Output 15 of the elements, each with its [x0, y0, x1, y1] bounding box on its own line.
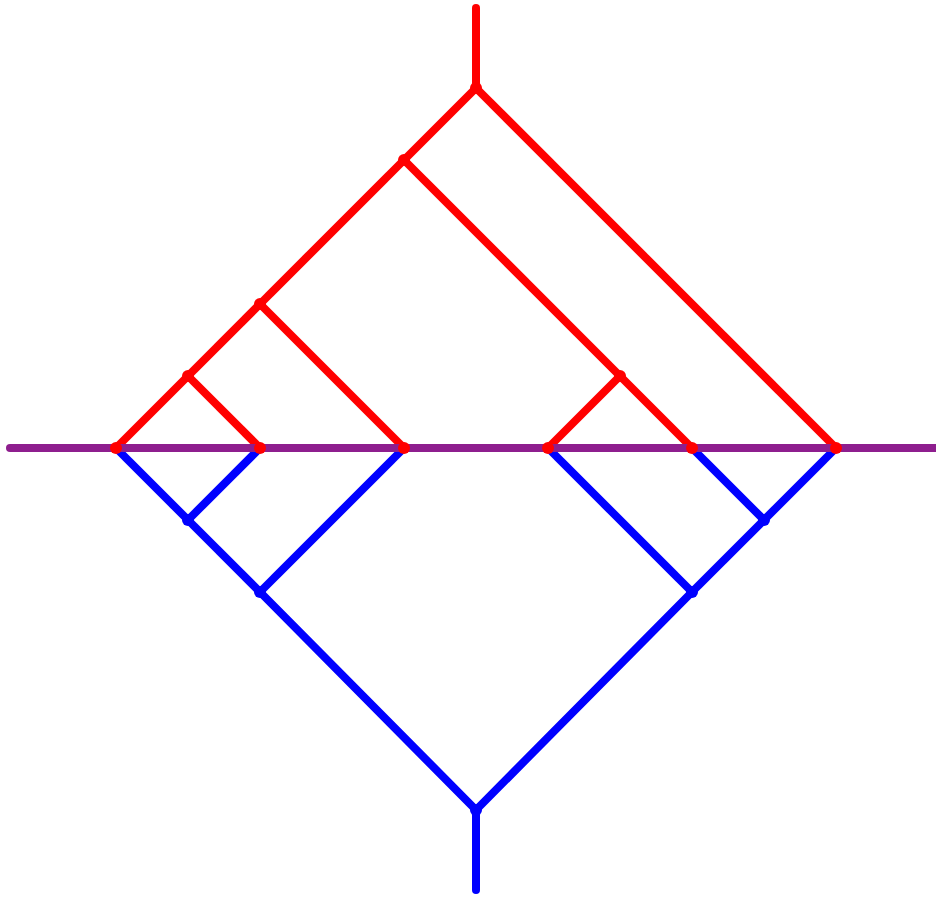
- tree-branch-line: [400, 156, 624, 380]
- branch-point: [542, 442, 554, 454]
- tree-branch-line: [400, 84, 480, 164]
- tree-branch-line: [184, 300, 264, 380]
- tree-branch-line: [256, 588, 480, 814]
- tree-branch-line: [688, 516, 768, 596]
- branch-point: [254, 298, 266, 310]
- branch-point: [470, 82, 482, 94]
- tree-branch-line: [256, 156, 408, 308]
- branch-point: [686, 442, 698, 454]
- branch-point: [398, 154, 410, 166]
- branch-point: [110, 442, 122, 454]
- tree-branch-line: [184, 516, 264, 596]
- branch-point: [182, 370, 194, 382]
- tree-branch-line: [472, 588, 696, 814]
